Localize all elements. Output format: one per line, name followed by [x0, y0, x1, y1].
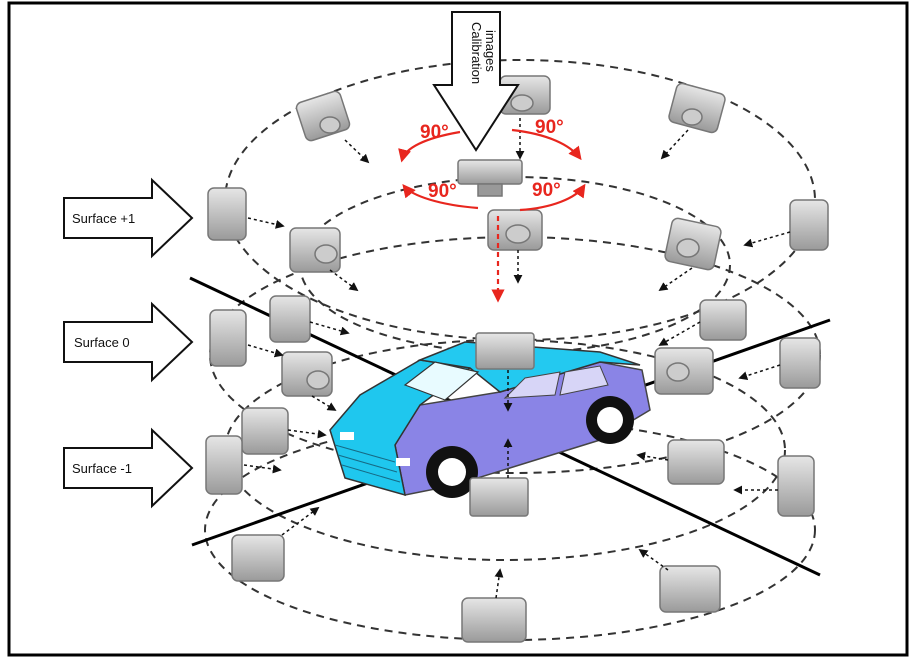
ellipse-bottom-outer — [204, 419, 816, 641]
camera-icon — [487, 209, 543, 251]
surface-arrow-icon: Surface 0 — [63, 301, 194, 383]
rotation-arrow-icon — [398, 128, 586, 303]
camera-icon — [457, 159, 523, 197]
camera-icon — [789, 199, 829, 251]
ellipse-bottom-inner — [224, 339, 786, 561]
cameras — [205, 75, 829, 643]
camera-icon — [667, 439, 725, 485]
rotation-angle-labels: 90° 90° 90° 90° — [420, 117, 564, 202]
camera-icon — [777, 455, 815, 517]
camera-icon — [207, 187, 247, 241]
diagram-frame — [7, 1, 909, 657]
camera-icon — [475, 332, 535, 370]
camera-icon — [241, 407, 289, 455]
camera-icon — [205, 435, 243, 495]
camera-icon — [779, 337, 821, 389]
camera-icon — [668, 82, 726, 134]
calibration-label-line1: Calibration — [469, 22, 484, 84]
camera-icon — [654, 347, 714, 395]
camera-icon — [461, 597, 527, 643]
surface-arrows: Surface +1 Surface 0 Surface -1 — [63, 177, 194, 509]
angle-label-bottom-left: 90° — [428, 181, 457, 202]
angle-label-top-right: 90° — [535, 117, 564, 138]
surface-label-minus1: Surface -1 — [72, 461, 132, 476]
camera-icon — [469, 477, 529, 517]
angle-label-bottom-right: 90° — [532, 180, 561, 201]
surface-arrow-icon: Surface -1 — [63, 427, 194, 509]
camera-icon — [231, 534, 285, 582]
camera-icon — [289, 227, 341, 273]
camera-icon — [659, 565, 721, 613]
surface-label-plus1: Surface +1 — [72, 211, 135, 226]
surface-label-0: Surface 0 — [74, 335, 130, 350]
camera-icon — [269, 295, 311, 343]
surface-arrow-icon: Surface +1 — [63, 177, 194, 259]
camera-icon — [281, 351, 333, 397]
camera-icon — [699, 299, 747, 341]
calibration-label-line2: images — [483, 30, 498, 72]
camera-icon — [664, 217, 722, 271]
ellipse-top-inner — [299, 176, 731, 354]
angle-label-top-left: 90° — [420, 122, 449, 143]
camera-icon — [295, 90, 351, 142]
calibration-arrow-icon: Calibration images — [432, 11, 520, 152]
camera-icon — [209, 309, 247, 367]
camera-aim-arrows — [243, 118, 791, 599]
